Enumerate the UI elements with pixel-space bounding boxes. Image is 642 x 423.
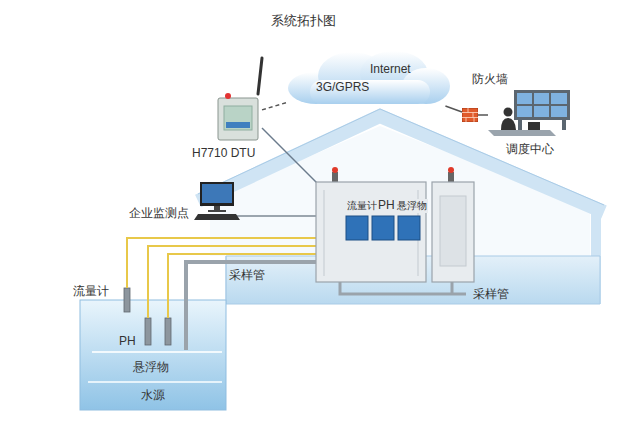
node-label: Internet [370,62,411,76]
node-label: 调度中心 [506,142,554,156]
part-label: 采样管 [472,287,510,301]
network-link [478,114,488,116]
part-label: 流量计 [346,199,378,213]
part-label: 流量计 [72,284,110,298]
node-label: 3G/GPRS [316,80,369,94]
firewall-icon-shape [462,108,478,122]
node-label: 防火墙 [472,72,508,86]
part-label: 悬浮物 [396,199,428,213]
dtu-device: H7710 DTU [214,92,262,142]
part-label: 企业监测点 [128,206,190,220]
dispatch-center: 调度中心 [488,90,572,140]
diagram-title: 系统拓扑图 [243,13,363,29]
firewall-icon: 防火墙 [462,108,478,122]
part-label: PH [118,334,137,348]
part-label: 悬浮物 [132,360,170,374]
part-label: 水源 [140,388,166,402]
network-cloud: Internet3G/GPRS [286,50,452,106]
node-label: H7710 DTU [192,146,255,160]
part-label: PH [377,198,396,212]
part-label: 采样管 [228,268,266,282]
network-link [262,103,286,110]
network-link [445,106,462,112]
dtu-device-shape [214,92,262,142]
dispatch-center-shape [488,90,572,140]
network-cloud-shape [286,50,452,106]
